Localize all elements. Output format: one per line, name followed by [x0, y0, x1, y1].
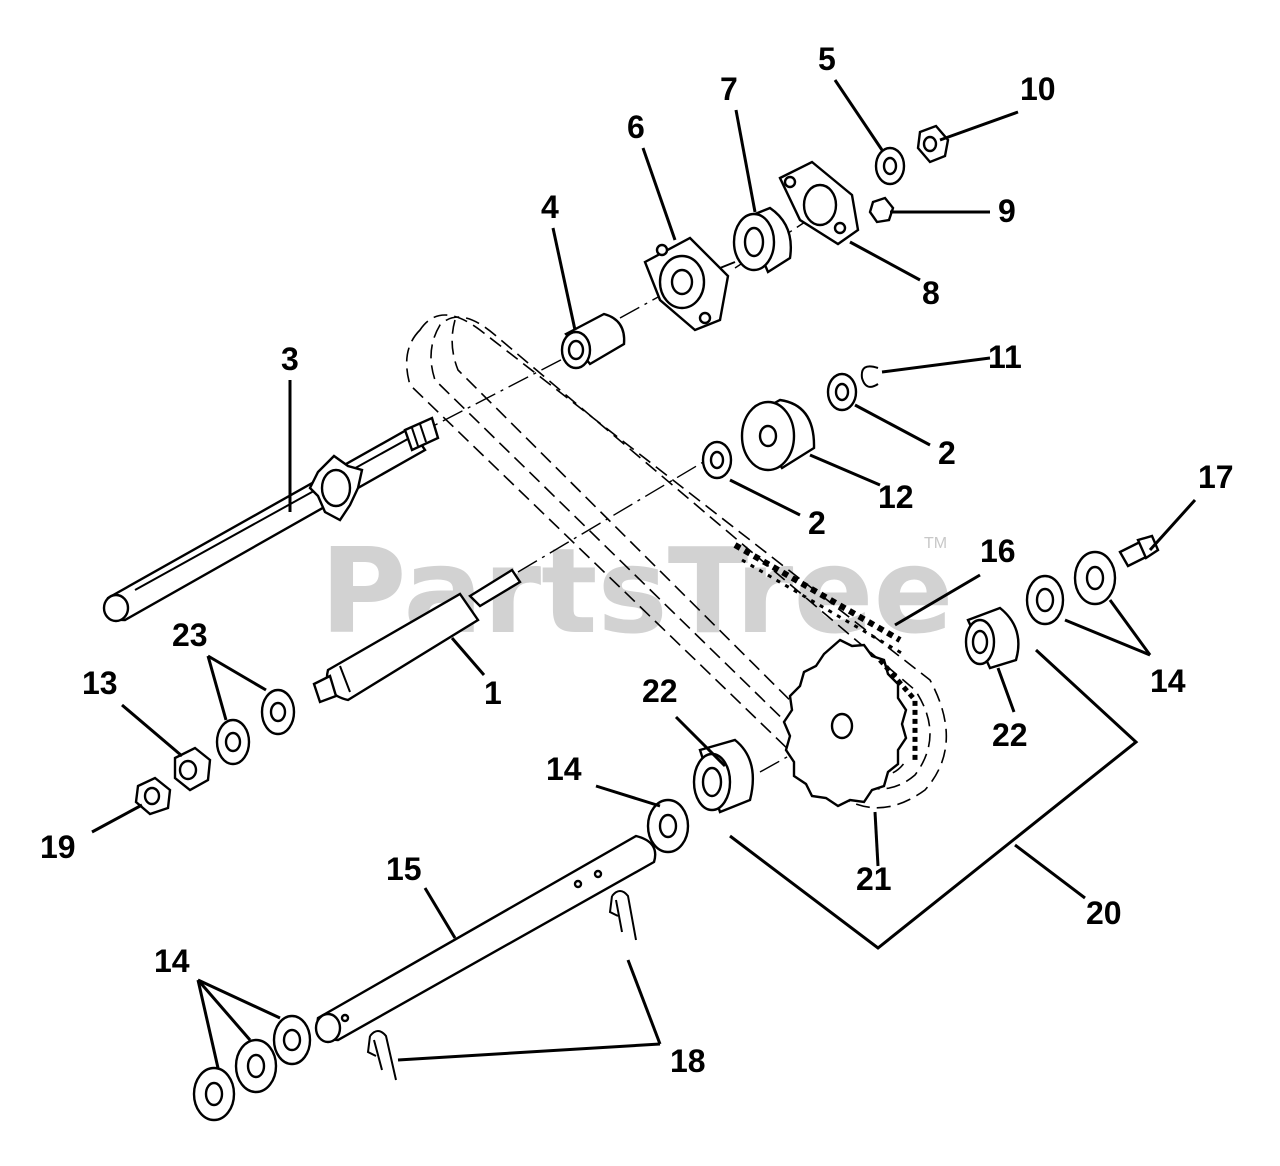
callout-16: 16 — [980, 533, 1016, 569]
leader-10 — [939, 110, 1019, 142]
part-18-clips — [366, 890, 637, 1081]
part-9-nut — [868, 196, 895, 224]
leader-16 — [894, 573, 981, 627]
lower-axis-line — [517, 457, 711, 573]
leader-8 — [849, 240, 921, 282]
callout-9: 9 — [998, 193, 1016, 229]
callout-6: 6 — [627, 109, 645, 145]
callout-22b: 22 — [992, 717, 1028, 753]
leader-2a — [854, 403, 931, 447]
right-washers — [1025, 534, 1160, 626]
leader-14e — [196, 979, 252, 1041]
leader-14c — [595, 784, 661, 808]
part-4-spacer — [560, 312, 626, 370]
callout-10: 10 — [1020, 71, 1056, 107]
leader-7 — [734, 109, 757, 213]
callout-23: 23 — [172, 617, 208, 653]
upper-axis-line-2 — [619, 295, 661, 319]
part-7-bearing — [732, 206, 792, 274]
callout-13: 13 — [82, 665, 118, 701]
callout-2a: 2 — [938, 435, 956, 471]
callout-11: 11 — [988, 339, 1022, 375]
callout-21: 21 — [856, 861, 892, 897]
callout-3: 3 — [281, 341, 299, 377]
center-lines — [409, 221, 851, 773]
leader-5 — [833, 79, 884, 151]
callout-7: 7 — [720, 71, 738, 107]
part-1-lower-shaft — [312, 568, 522, 704]
callout-20: 20 — [1086, 895, 1122, 931]
leader-13 — [121, 703, 183, 758]
leader-18a — [626, 959, 662, 1045]
left-hardware — [134, 688, 296, 816]
callout-22a: 22 — [642, 673, 678, 709]
leader-12 — [809, 453, 881, 487]
callout-19: 19 — [40, 829, 76, 865]
callout-15: 15 — [386, 851, 422, 887]
callout-12: 12 — [878, 479, 914, 515]
callout-5: 5 — [818, 41, 836, 77]
part-11-clip — [860, 365, 879, 388]
callout-2b: 2 — [808, 505, 826, 541]
part-15-axle — [192, 798, 690, 1122]
leader-20 — [1014, 843, 1086, 900]
part-8-flange-plate — [778, 160, 860, 246]
leader-2b — [729, 478, 801, 517]
leader-18b — [397, 1042, 661, 1062]
callout-14c: 14 — [546, 751, 582, 787]
leader-14d — [196, 979, 220, 1069]
callouts: 3 4 6 7 5 10 9 8 11 2 12 2 17 16 14 22 2… — [40, 41, 1234, 1079]
callout-18: 18 — [670, 1043, 706, 1079]
leader-1 — [450, 637, 486, 676]
leader-23b — [207, 654, 267, 692]
leader-14a — [1064, 618, 1151, 657]
callout-14b: 14 — [154, 943, 190, 979]
leader-6 — [641, 147, 677, 241]
leader-lines — [91, 79, 1197, 1069]
part-3-upper-shaft — [102, 416, 440, 623]
callout-4: 4 — [541, 189, 559, 225]
leader-14f — [197, 978, 281, 1020]
leader-19 — [91, 803, 143, 834]
leader-17 — [1148, 498, 1197, 552]
leader-15 — [423, 887, 457, 939]
callout-14a: 14 — [1150, 663, 1186, 699]
bushings — [692, 606, 1020, 814]
leader-14b — [1108, 599, 1152, 656]
leader-22a — [674, 715, 727, 768]
callout-17: 17 — [1198, 459, 1234, 495]
leader-11 — [881, 356, 991, 374]
leader-20-bracket — [729, 648, 1139, 950]
leader-4 — [551, 227, 577, 331]
callout-1: 1 — [484, 675, 502, 711]
roller-group — [701, 365, 879, 480]
part-21-sprocket — [782, 638, 918, 808]
callout-8: 8 — [922, 275, 940, 311]
leader-23a — [206, 655, 228, 721]
upper-axis-line — [409, 349, 581, 439]
leader-22b — [996, 667, 1016, 713]
watermark-trademark: TM — [924, 535, 947, 552]
leader-21 — [873, 811, 880, 867]
part-6-flange — [643, 236, 736, 332]
small-hardware — [868, 124, 950, 224]
